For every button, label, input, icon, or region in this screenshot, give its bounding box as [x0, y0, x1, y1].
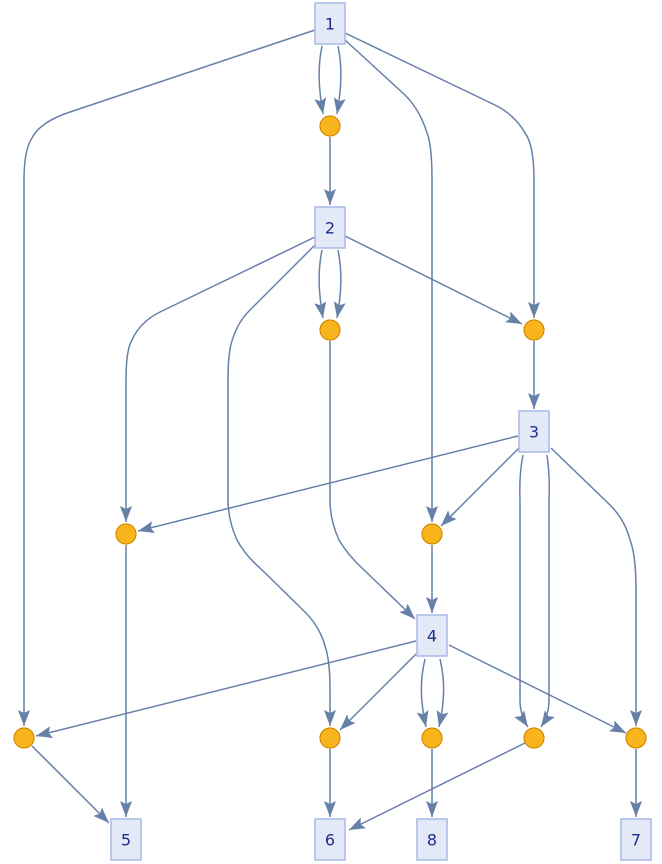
edge-dot-534-738-to-6 — [348, 742, 526, 831]
node-label: 4 — [427, 627, 437, 646]
edge-4-to-dot-636-738 — [448, 644, 627, 734]
edge-1-to-dot-a-right — [333, 45, 346, 115]
edge-4-to-dot-432-738-right — [436, 658, 449, 728]
dot-node — [319, 727, 341, 749]
edge-2-to-dot-330-738 — [227, 244, 336, 726]
node-8: 8 — [416, 818, 448, 861]
node-6: 6 — [314, 818, 346, 861]
edge-2-to-dot-b-right — [333, 249, 346, 319]
dot-node — [625, 727, 647, 749]
dot-node — [523, 319, 545, 341]
edge-dot-330-330-to-4 — [329, 341, 416, 620]
node-label: 1 — [325, 15, 335, 34]
node-7: 7 — [620, 818, 652, 861]
edge-1-to-dot-432-534 — [344, 39, 438, 522]
edge-2-to-dot-534-330 — [344, 235, 523, 325]
node-label: 5 — [121, 831, 131, 850]
edge-4-to-dot-330-738 — [339, 653, 417, 731]
edge-2-to-dot-b-left — [314, 249, 327, 319]
edge-1-to-dot-a-left — [314, 45, 327, 115]
node-label: 2 — [325, 219, 335, 238]
edge-3-to-dot-636-738 — [550, 447, 642, 726]
dot-node — [13, 727, 35, 749]
node-5: 5 — [110, 818, 142, 861]
node-2: 2 — [314, 206, 346, 249]
edges — [18, 29, 642, 831]
dot-node — [115, 523, 137, 545]
edge-2-to-dot-126-534 — [120, 236, 316, 522]
dots — [13, 115, 647, 749]
dot-node — [421, 523, 443, 545]
node-label: 8 — [427, 831, 437, 850]
edge-1-to-dot-far-left — [18, 29, 316, 726]
edge-dot-24-738-to-5 — [31, 745, 110, 824]
node-label: 7 — [631, 831, 641, 850]
edge-4-to-dot-24-738 — [35, 640, 417, 738]
edge-3-to-dot-534-738-left — [514, 454, 529, 728]
node-label: 3 — [529, 423, 539, 442]
edge-3-to-dot-432-534 — [440, 447, 520, 527]
edge-1-to-dot-534-330 — [344, 32, 540, 318]
edge-3-to-dot-534-738-right — [540, 454, 555, 728]
node-3: 3 — [518, 410, 550, 453]
edge-4-to-dot-432-738-left — [416, 658, 429, 728]
dot-node — [421, 727, 443, 749]
node-1: 1 — [314, 2, 346, 45]
edge-3-to-dot-126-534 — [137, 435, 519, 533]
dot-node — [319, 319, 341, 341]
dot-node — [523, 727, 545, 749]
node-label: 6 — [325, 831, 335, 850]
node-4: 4 — [416, 614, 448, 657]
dot-node — [319, 115, 341, 137]
boxes: 1 2 3 4 5 6 7 8 — [110, 2, 652, 861]
